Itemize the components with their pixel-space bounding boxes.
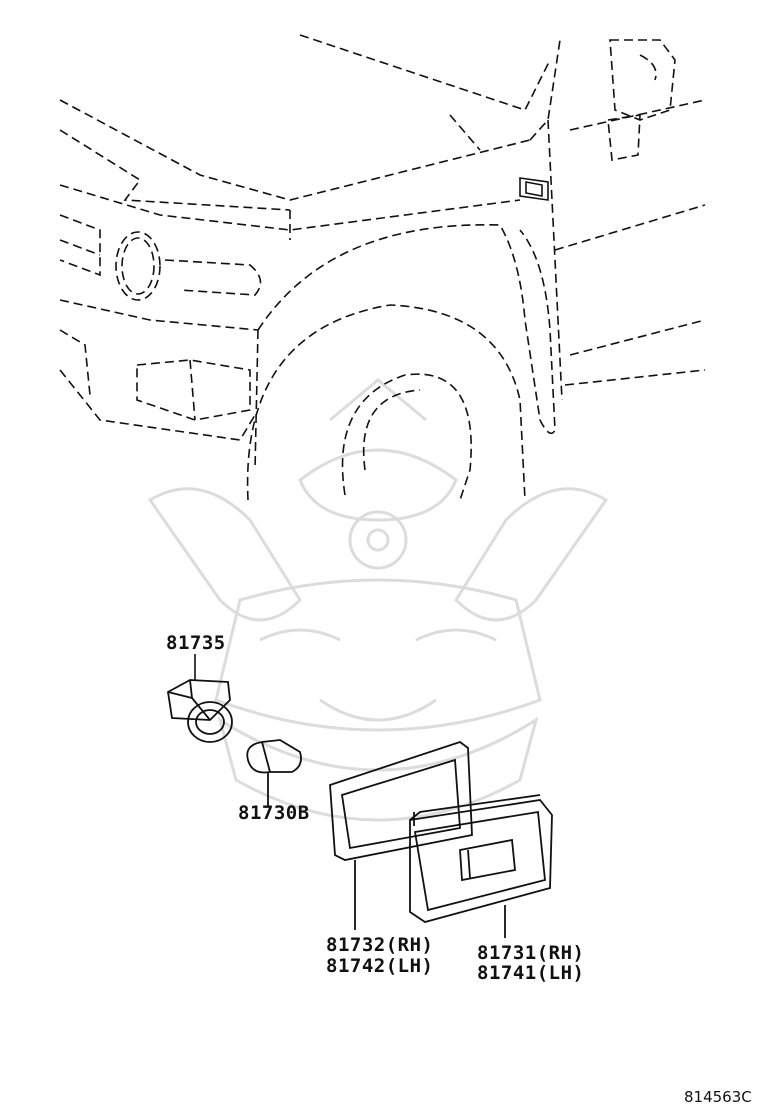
bulb-81730b xyxy=(246,739,302,806)
label-81731-rh: 81731(RH) xyxy=(477,942,585,964)
diagram-reference: 814563C xyxy=(684,1088,752,1106)
label-81735: 81735 xyxy=(166,632,226,654)
socket-81735 xyxy=(167,679,233,743)
lamp-81731 xyxy=(409,794,553,938)
vehicle-outline xyxy=(59,34,706,501)
label-81732-rh: 81732(RH) xyxy=(326,934,434,956)
gasket-81732 xyxy=(329,740,473,930)
side-marker-location xyxy=(519,177,549,201)
watermark-emblem xyxy=(147,378,609,822)
label-81741-lh: 81741(LH) xyxy=(477,962,585,984)
label-81742-lh: 81742(LH) xyxy=(326,955,434,977)
label-81730b: 81730B xyxy=(238,802,310,824)
